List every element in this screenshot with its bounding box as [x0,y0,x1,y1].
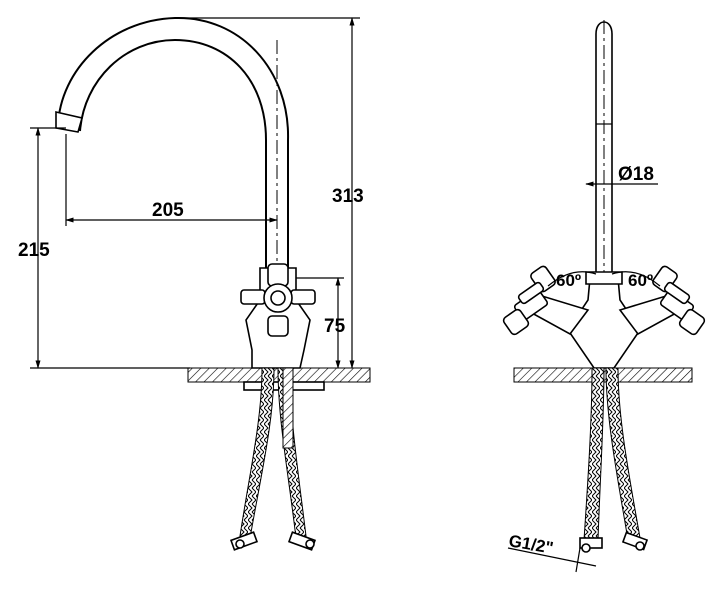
dim-thread-tick [575,547,581,573]
front-view: Ø18 60º 60º [502,20,706,573]
cross-handle-side [240,263,316,337]
spout-inner [79,38,267,272]
handle-left-front [502,265,590,336]
body-neck-front [585,271,623,285]
dim-75-label: 75 [324,316,346,337]
hose-left-front [583,367,605,541]
spout-outer [57,16,290,272]
hose-end-right-side [287,531,317,551]
dim-thread-label: G1/2" [507,531,555,558]
dim-313-label: 313 [332,186,364,207]
dim-thread-line [507,547,597,567]
hose-left-side [239,367,275,539]
angle-arc-right [611,271,661,287]
dim-215-label: 215 [18,240,50,261]
angle-arc-left [547,271,597,287]
threaded-stud [282,367,294,449]
hose-end-right-front [621,531,649,551]
dim-d18-label: Ø18 [618,164,654,185]
spout-aerator [55,110,84,133]
handle-right-front [618,265,706,336]
hose-right-front [605,367,641,541]
angle-right-label: 60º [628,271,653,290]
hose-end-left-side [229,531,259,551]
side-view: 313 215 205 75 [18,16,371,551]
hose-end-left-front [579,537,603,553]
dim-205-label: 205 [152,200,184,221]
angle-left-label: 60º [556,271,581,290]
